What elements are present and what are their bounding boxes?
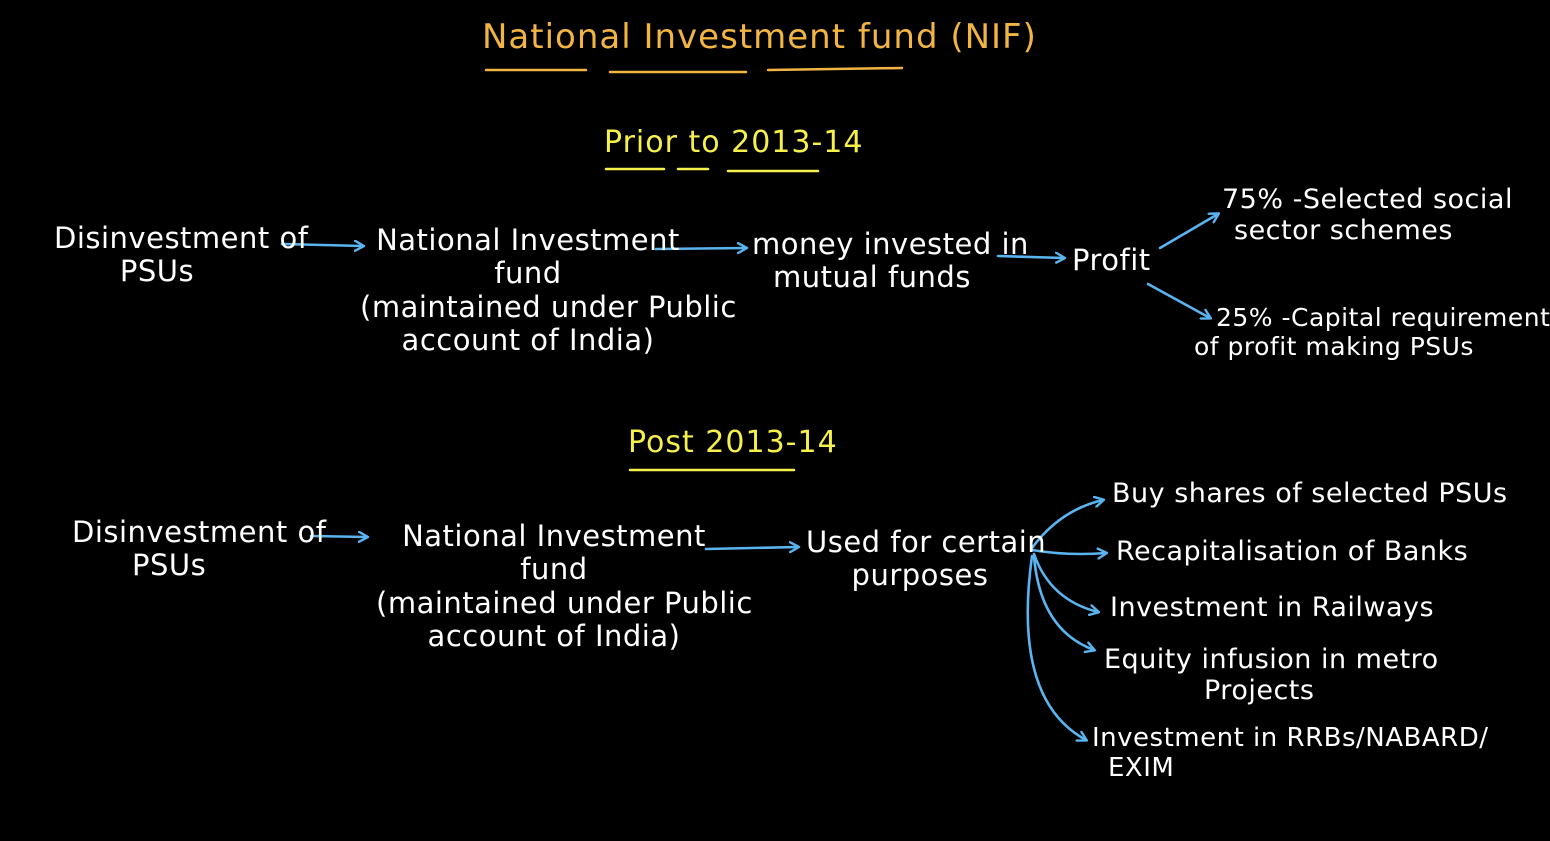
- prior-fund-line: account of India): [401, 323, 655, 358]
- arrow-prior-source-to-fund: [280, 244, 363, 246]
- prior-split-b-line: of profit making PSUs: [1194, 331, 1474, 361]
- prior-fund-line: National Investment: [376, 223, 680, 257]
- page-title: National Investment fund (NIF): [482, 17, 1037, 57]
- prior-fund-node: National Investment fund (maintained und…: [360, 223, 737, 358]
- arrow-post-fund-to-use: [704, 547, 798, 549]
- arrow-purpose-1: [1030, 500, 1103, 550]
- arrow-prior-invested-to-profit: [996, 256, 1064, 258]
- post-source-line: PSUs: [132, 548, 207, 583]
- post-fund-line: account of India): [427, 619, 681, 654]
- purpose-item-4: Equity infusion in metro Projects: [1104, 644, 1439, 706]
- post-fund-line: (maintained under Public: [376, 585, 753, 620]
- post-fund-node: National Investment fund (maintained und…: [376, 519, 753, 654]
- prior-fund-line: (maintained under Public: [360, 289, 737, 324]
- purpose-line: Investment in RRBs/NABARD/: [1092, 723, 1489, 753]
- post-source-node: Disinvestment of PSUs: [72, 515, 327, 583]
- purpose-line: EXIM: [1108, 752, 1175, 783]
- prior-source-line: Disinvestment of: [54, 221, 309, 255]
- purpose-line: Projects: [1204, 675, 1315, 707]
- prior-split-b-line: 25% -Capital requirement: [1216, 303, 1550, 332]
- post-source-line: Disinvestment of: [72, 515, 327, 549]
- purpose-line: Investment in Railways: [1110, 592, 1435, 623]
- arrow-purpose-3: [1032, 552, 1098, 612]
- purpose-line: Buy shares of selected PSUs: [1112, 478, 1508, 509]
- arrow-post-source-to-fund: [309, 536, 367, 537]
- prior-split-a: 75% -Selected social sector schemes: [1222, 184, 1513, 246]
- prior-split-a-line: 75% -Selected social: [1222, 184, 1513, 215]
- prior-invested-line: mutual funds: [773, 260, 971, 295]
- post-use-line: purposes: [851, 558, 989, 593]
- purpose-item-5: Investment in RRBs/NABARD/ EXIM: [1092, 723, 1489, 784]
- title-underline: [484, 66, 904, 74]
- arrow-profit-to-split-b: [1146, 282, 1210, 318]
- arrow-purpose-4: [1032, 554, 1094, 650]
- arrow-purpose-2: [1030, 550, 1106, 554]
- post-heading: Post 2013-14: [628, 425, 838, 460]
- purpose-line: Recapitalisation of Banks: [1116, 536, 1469, 567]
- post-use-node: Used for certain purposes: [806, 525, 1047, 593]
- prior-invested-node: money invested in mutual funds: [752, 227, 1029, 295]
- prior-split-a-line: sector schemes: [1234, 215, 1453, 247]
- arrow-purpose-5: [1026, 554, 1086, 740]
- prior-invested-line: money invested in: [752, 227, 1029, 261]
- prior-source-line: PSUs: [119, 254, 195, 289]
- post-use-line: Used for certain: [806, 525, 1047, 559]
- prior-fund-line: fund: [494, 256, 562, 291]
- purpose-item-3: Investment in Railways: [1110, 592, 1434, 623]
- prior-split-b: 25% -Capital requirement of profit makin…: [1194, 303, 1550, 362]
- prior-source-node: Disinvestment of PSUs: [54, 221, 309, 289]
- post-fund-line: National Investment: [402, 519, 706, 553]
- purpose-item-2: Recapitalisation of Banks: [1116, 536, 1468, 567]
- purpose-line: Equity infusion in metro: [1104, 644, 1439, 675]
- arrow-profit-to-split-a: [1158, 214, 1218, 250]
- prior-heading: Prior to 2013-14: [604, 125, 864, 160]
- diagram-canvas: [280, 66, 1500, 841]
- post-fund-line: fund: [520, 552, 588, 587]
- arrow-prior-fund-to-invested: [654, 248, 746, 249]
- prior-heading-underline: [604, 167, 820, 173]
- prior-profit-node: Profit: [1072, 243, 1151, 277]
- purpose-item-1: Buy shares of selected PSUs: [1112, 478, 1508, 509]
